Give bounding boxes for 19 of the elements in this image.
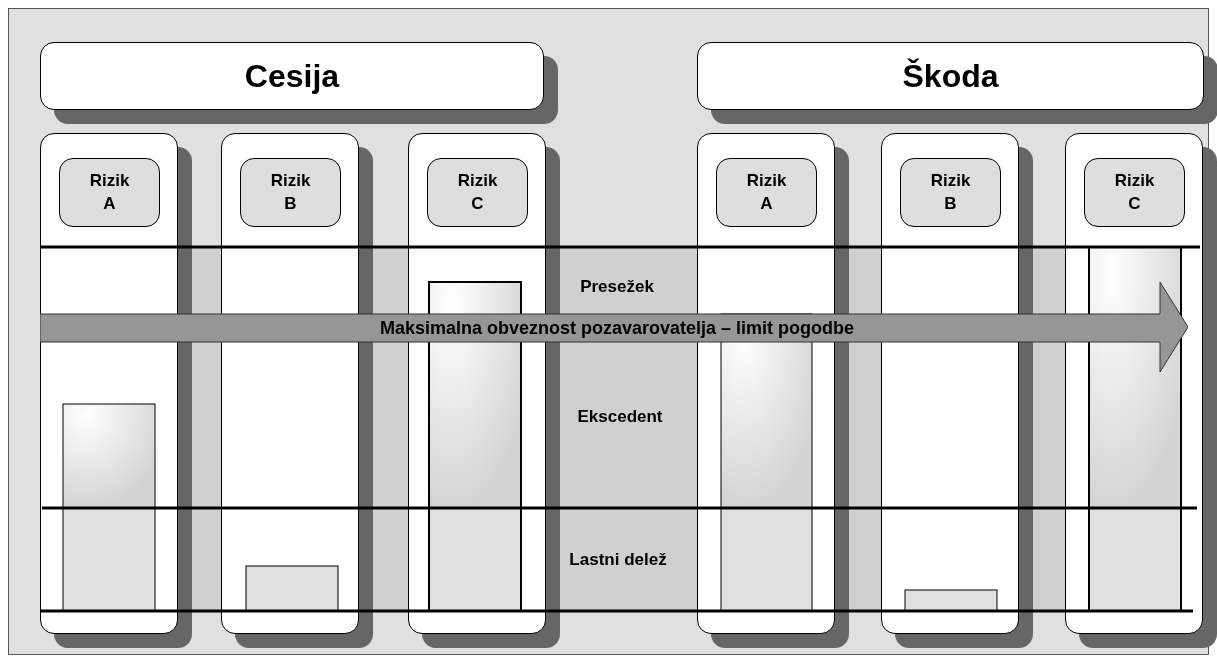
layer-label: Ekscedent bbox=[577, 407, 663, 427]
risk-label: Rizik A bbox=[745, 170, 788, 215]
risk-label: Rizik C bbox=[456, 170, 499, 215]
risk-label: Rizik B bbox=[269, 170, 312, 215]
risk-label: Rizik C bbox=[1113, 170, 1156, 215]
risk-box bbox=[1084, 158, 1185, 227]
layer-label: Lastni delež bbox=[569, 550, 667, 570]
risk-label: Rizik A bbox=[88, 170, 131, 215]
layer-label: Presežek bbox=[580, 277, 654, 297]
limit-arrow bbox=[40, 282, 1188, 372]
risk-box bbox=[59, 158, 160, 227]
header-title: Škoda bbox=[902, 57, 999, 95]
header-title: Cesija bbox=[244, 57, 340, 95]
risk-box bbox=[716, 158, 817, 227]
risk-label: Rizik B bbox=[929, 170, 972, 215]
risk-box bbox=[900, 158, 1001, 227]
risk-box bbox=[427, 158, 528, 227]
arrow-label: Maksimalna obveznost pozavarovatelja – limit pogodbe bbox=[379, 317, 855, 339]
risk-box bbox=[240, 158, 341, 227]
